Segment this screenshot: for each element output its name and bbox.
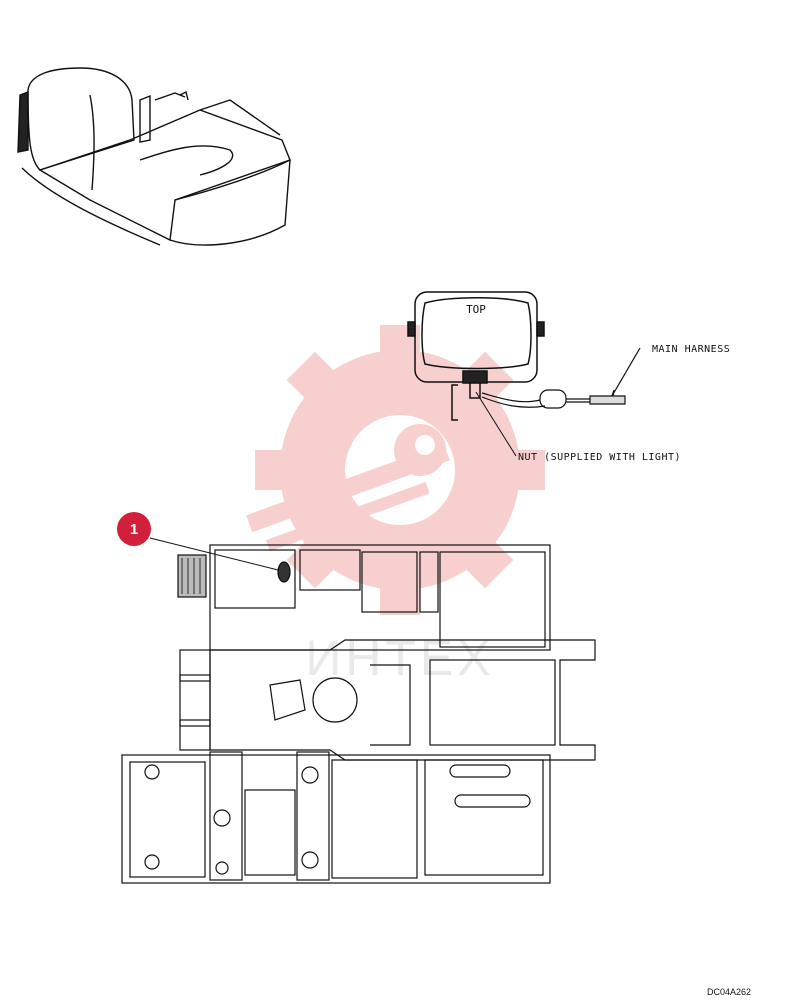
seat-illustration [17,67,291,246]
work-light [407,291,545,421]
watermark-text: ИНТЕХ [305,630,494,686]
light-wiring [481,347,641,409]
nut-leader [475,391,517,457]
callout-1-leader [149,537,279,571]
main-harness-label: MAIN HARNESS [652,344,731,355]
nut-label: NUT (SUPPLIED WITH LIGHT) [518,452,682,463]
machine-frame [121,544,596,884]
light-top-label: TOP [466,303,486,316]
callout-1[interactable]: 1 [117,512,151,546]
document-code: DC04A262 [706,987,751,997]
